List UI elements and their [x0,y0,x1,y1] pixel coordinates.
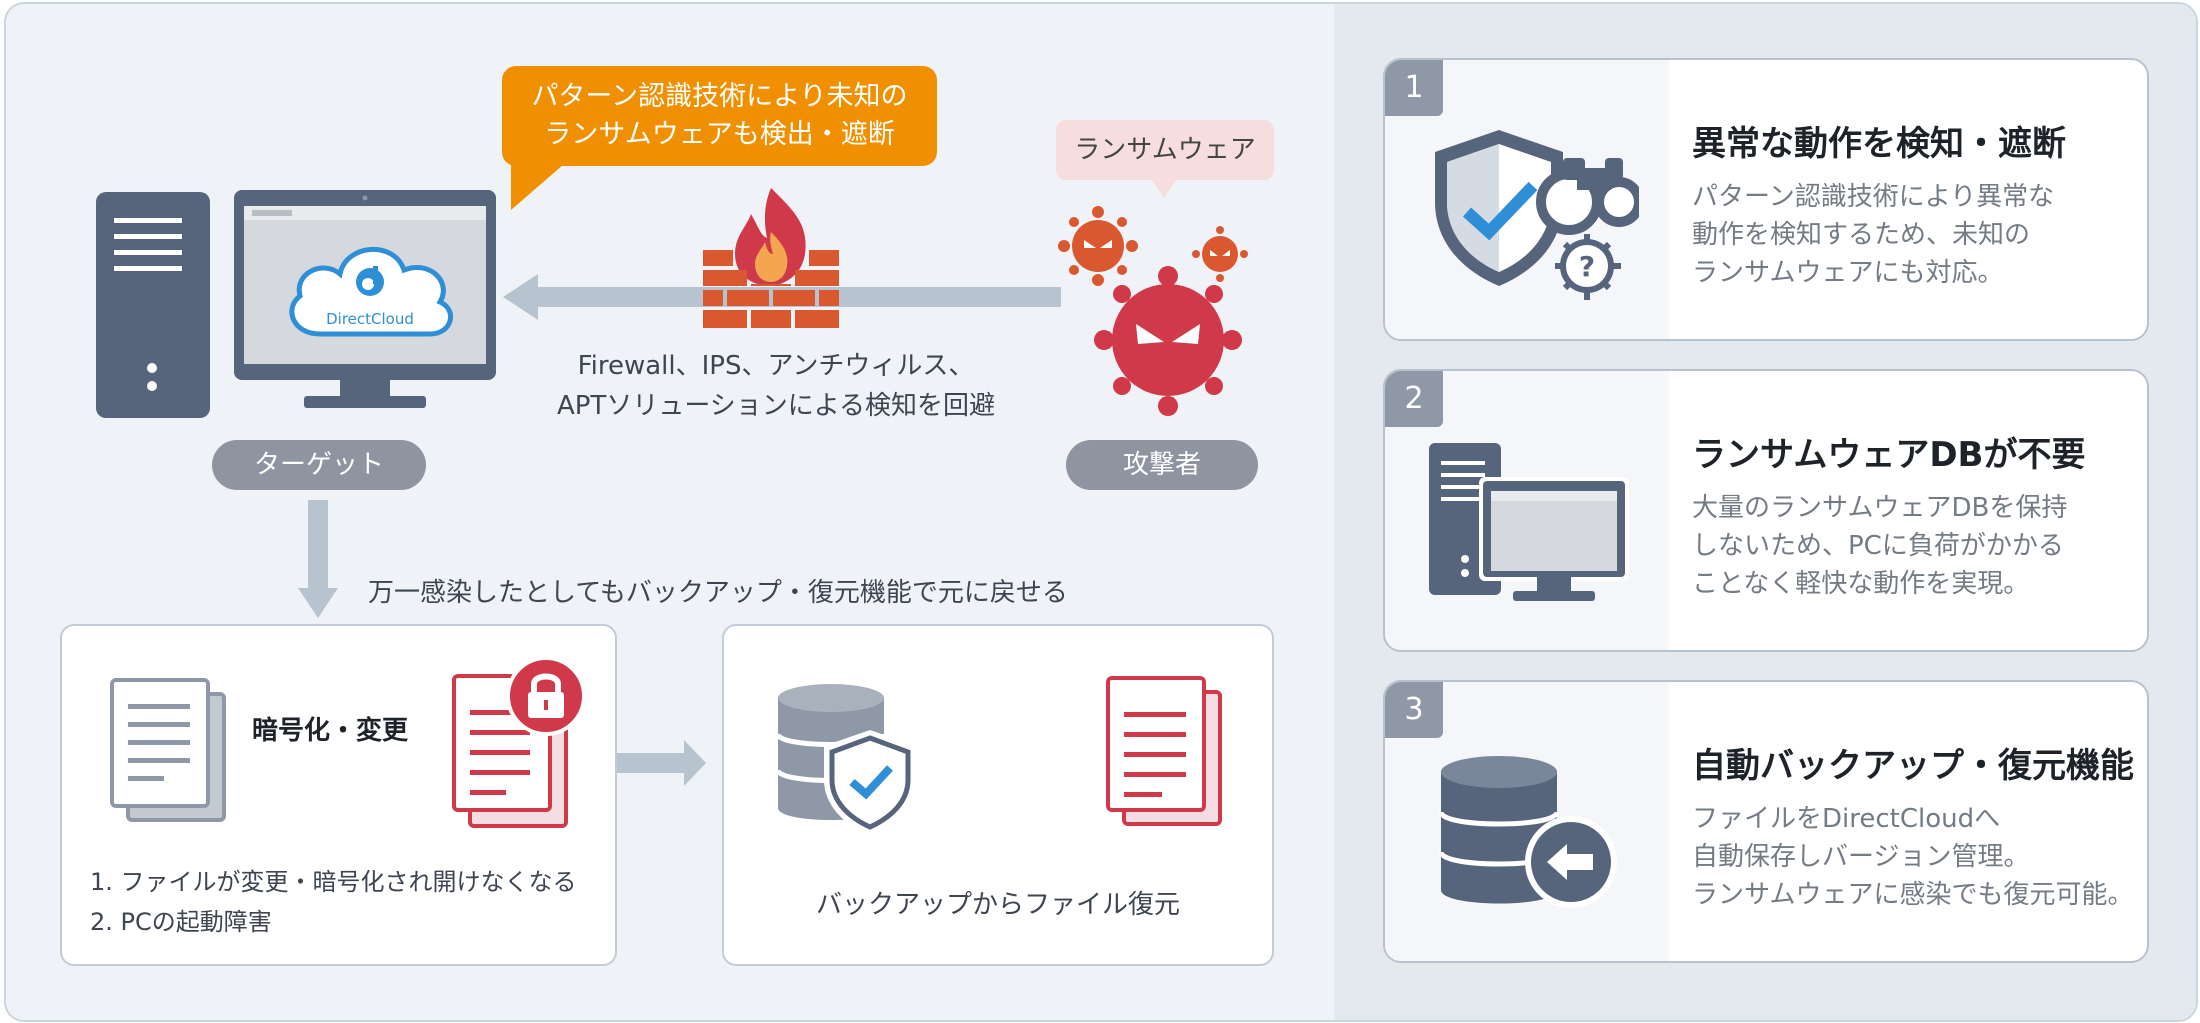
feature-card-3-number: 3 [1385,682,1443,738]
bypass-line-2: APTソリューションによる検知を回避 [556,391,996,421]
feature-card-2: 2 ランサムウェアDBが不要 大量のランサムウェアDBを保持 しないため、PCに… [1383,369,2149,652]
restore-label: バックアップからファイル復元 [815,890,1180,920]
feature-card-1-line-1: パターン認識技術により異常な [1692,182,2055,212]
firewall-icon [703,188,839,328]
feature-card-2-line-1: 大量のランサムウェアDBを保持 [1692,493,2068,523]
locked-document-icon [452,656,586,828]
bypass-line-1: Firewall、IPS、アンチウィルス、 [577,351,975,381]
virus-icon [1058,206,1248,416]
feature-card-3: 3 自動バックアップ・復元機能 ファイルをDirectCloudへ 自動保存しバ… [1383,680,2149,963]
svg-text:?: ? [1579,250,1595,283]
recovery-text: 万一感染したとしてもバックアップ・復元機能で元に戻せる [368,578,1068,608]
feature-card-2-line-3: ことなく軽快な動作を実現。 [1692,569,2030,599]
restored-document-icon [1106,676,1222,826]
lock-icon [506,656,586,736]
small-virus-right [1192,226,1248,282]
infection-item-1: 1. ファイルが変更・暗号化され開けなくなる [90,868,577,896]
callout-tail [511,158,571,210]
bypass-text: Firewall、IPS、アンチウィルス、 APTソリューションによる検知を回避 [546,346,1006,426]
feature-card-1-line-2: 動作を検知するため、未知の [1692,220,2031,250]
between-boxes-arrow [616,740,706,786]
feature-card-2-number: 2 [1385,371,1443,427]
encrypt-label: 暗号化・変更 [252,716,409,746]
cloud-logo-icon: DirectCloud [280,236,460,346]
callout-line-2: ランサムウェアも検出・遮断 [544,119,895,150]
ransomware-tag-tail [1152,180,1176,198]
document-icon [110,678,226,822]
feature-card-3-title: 自動バックアップ・復元機能 [1692,746,2134,786]
server-icon [96,192,210,418]
feature-card-3-line-2: 自動保存しバージョン管理。 [1692,842,2030,872]
feature-card-1-title: 異常な動作を検知・遮断 [1692,124,2066,164]
arrow-left-icon [1525,816,1617,908]
ransomware-tag: ランサムウェア [1056,120,1274,180]
feature-card-1: 1 ? [1383,58,2149,341]
feature-card-1-number: 1 [1385,60,1443,116]
database-icon [1439,756,1617,908]
infection-list: 1. ファイルが変更・暗号化され開けなくなる 2. PCの起動障害 [90,862,577,942]
small-virus-left [1058,206,1138,286]
down-arrow [298,500,338,618]
cloud-logo-label: DirectCloud [326,310,414,328]
feature-card-3-line-3: ランサムウェアに感染でも復元可能。 [1692,880,2134,910]
attacker-label: 攻撃者 [1066,440,1258,490]
feature-card-2-description: 大量のランサムウェアDBを保持 しないため、PCに負荷がかかる ことなく軽快な動… [1692,489,2067,603]
detection-callout: パターン認識技術により未知の ランサムウェアも検出・遮断 [502,66,937,166]
pc-icon [1429,443,1629,601]
feature-card-3-description: ファイルをDirectCloudへ 自動保存しバージョン管理。 ランサムウェアに… [1692,800,2133,914]
shield-icon: ? [1435,130,1639,300]
bug-icon: ? [1555,234,1621,300]
diagram-frame: DirectCloud パターン認識技術により未知の ランサムウェアも検出・遮断… [4,2,2198,1022]
infection-item-2: 2. PCの起動障害 [90,908,272,936]
binoculars-icon [1536,158,1639,235]
feature-card-3-line-1: ファイルをDirectCloudへ [1692,804,2001,834]
shield-check-icon [824,730,916,836]
feature-card-2-line-2: しないため、PCに負荷がかかる [1692,531,2064,561]
flame-icon [735,188,806,286]
feature-card-1-line-3: ランサムウェアにも対応。 [1692,258,2004,288]
feature-card-2-title: ランサムウェアDBが不要 [1692,435,2086,475]
large-virus [1094,266,1242,416]
target-label: ターゲット [212,440,426,490]
database-icon [776,684,916,836]
callout-line-1: パターン認識技術により未知の [531,81,908,112]
feature-card-1-description: パターン認識技術により異常な 動作を検知するため、未知の ランサムウェアにも対応… [1692,178,2054,292]
